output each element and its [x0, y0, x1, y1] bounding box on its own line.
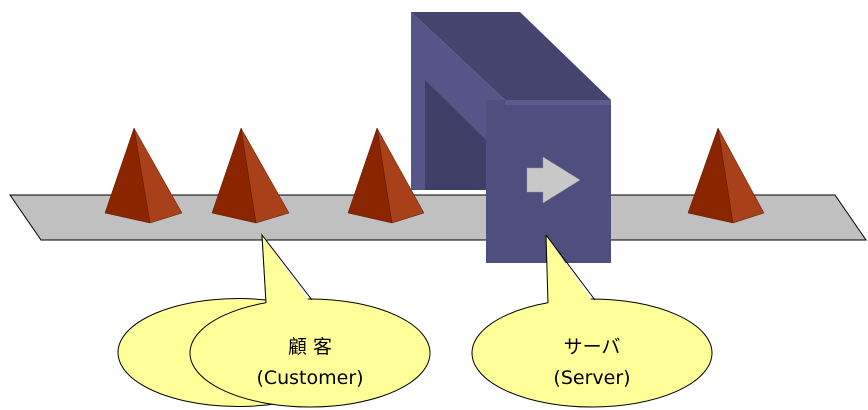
server-callout-title: サーバ — [564, 336, 621, 358]
server-callout-subtitle: (Server) — [553, 367, 630, 389]
customer-cone-icon — [104, 127, 183, 224]
customer-callout: 顧 客 (Customer) — [117, 233, 431, 408]
customer-cone-icon — [211, 127, 290, 224]
customer-cone-icon — [687, 127, 765, 224]
customer-callout-title: 顧 客 — [288, 336, 332, 358]
arrow-right-icon — [526, 156, 581, 204]
customer-cone-icon — [347, 127, 425, 224]
server-callout: サーバ (Server) — [471, 234, 713, 408]
server-machine-icon — [411, 12, 611, 263]
customer-callout-subtitle: (Customer) — [256, 367, 363, 389]
